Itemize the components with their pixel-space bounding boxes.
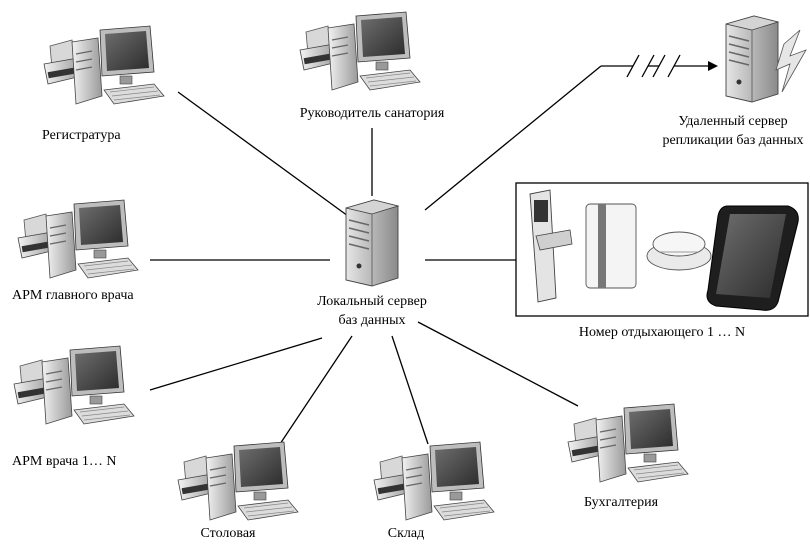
tablet-icon [706,205,799,311]
workstation-icon-stolovaya [177,441,299,521]
arrow-head-icon [708,61,718,71]
link-sklad [391,335,429,445]
link-registratura [177,91,349,217]
link-break-marks [626,54,681,78]
link-stolovaya [279,335,353,445]
workstation-icon-buhgalteriya [567,403,689,483]
link-arm-vracha [149,337,323,391]
remote-server-icon [725,15,807,103]
workstation-icon-arm-vracha [13,345,135,425]
connection-lines [149,65,708,445]
link-remote [424,65,602,211]
link-buhgalteriya [417,321,579,407]
workstation-icon-rukovoditel [299,11,421,91]
workstation-icon-registratura [43,25,165,105]
label-registratura: Регистратура [42,128,121,143]
label-remote-server-1: Удаленный сервер [678,114,788,129]
key-card-icon [585,203,637,289]
label-local-server-1: Локальный сервер [317,294,427,309]
door-lock-icon [529,189,573,303]
label-local-server-2: баз данных [338,313,406,328]
label-arm-vracha: АРМ врача 1… N [12,454,117,469]
workstation-icon-arm-glav [17,199,139,279]
label-remote-server-2: репликации баз данных [662,133,804,148]
label-stolovaya: Столовая [200,526,256,541]
smoke-detector-icon [646,231,712,271]
local-server-icon [345,199,399,287]
label-arm-glav: АРМ главного врача [12,288,134,303]
label-nomer: Номер отдыхающего 1 … N [578,325,746,340]
workstation-icon-sklad [373,441,495,521]
label-sklad: Склад [387,526,425,541]
label-rukovoditel: Руководитель санатория [299,106,445,121]
label-buhgalteriya: Бухгалтерия [583,495,659,510]
